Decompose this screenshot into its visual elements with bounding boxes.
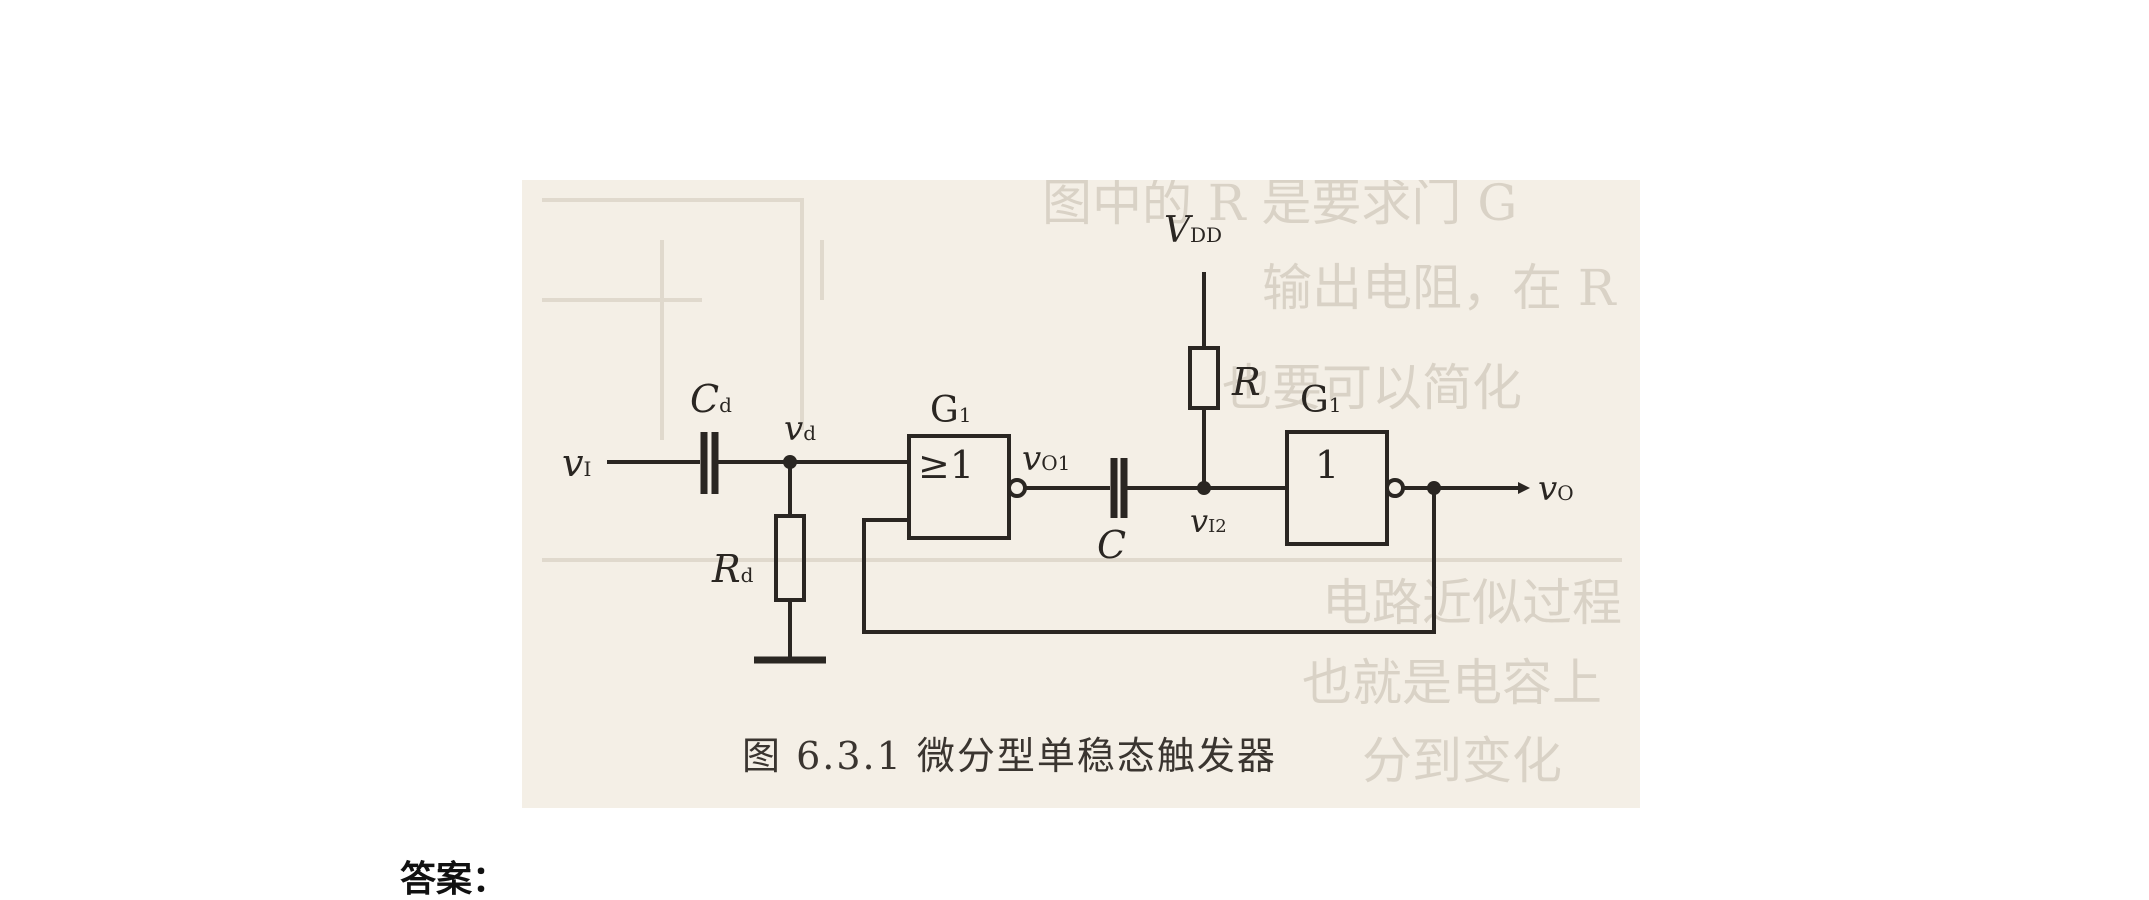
g1-symbol: ≥1 xyxy=(918,443,974,487)
vo1-label: vO1 xyxy=(1022,439,1070,479)
circuit-diagram: 图中的 R 是要求门 G 输出电阻，在 R 也要可以简化 电路近似过程 也就是电… xyxy=(542,180,1622,790)
g2-label: G1 xyxy=(1300,380,1342,421)
figure-caption: 图 6.3.1 微分型单稳态触发器 xyxy=(742,734,1277,778)
input-label: vI xyxy=(562,441,591,485)
output-label: vO xyxy=(1538,469,1574,509)
answer-label: 答案： xyxy=(400,859,509,900)
svg-text:分到变化: 分到变化 xyxy=(1362,732,1562,790)
r-resistor xyxy=(1188,346,1220,410)
bleed-through: 图中的 R 是要求门 G 输出电阻，在 R 也要可以简化 电路近似过程 也就是电… xyxy=(542,180,1622,790)
r-label: R xyxy=(1231,360,1261,404)
svg-text:也就是电容上: 也就是电容上 xyxy=(1302,654,1602,712)
svg-text:输出电阻，在 R: 输出电阻，在 R xyxy=(1262,259,1617,317)
scanned-figure: 图中的 R 是要求门 G 输出电阻，在 R 也要可以简化 电路近似过程 也就是电… xyxy=(522,180,1640,808)
c-label: C xyxy=(1097,523,1126,567)
g1-label: G1 xyxy=(930,390,972,431)
g2-symbol: 1 xyxy=(1315,443,1339,487)
node-vi2 xyxy=(1197,481,1211,495)
rd-label: Rd xyxy=(711,547,754,591)
vi2-label: vI2 xyxy=(1190,502,1227,540)
rd-resistor xyxy=(774,514,806,602)
vd-label: vd xyxy=(784,409,816,449)
output-arrow xyxy=(1518,482,1530,494)
node-output xyxy=(1427,481,1441,495)
g2-inverter-bubble xyxy=(1385,478,1405,498)
vdd-label: VDD xyxy=(1164,210,1222,251)
svg-text:也要可以简化: 也要可以简化 xyxy=(1222,359,1522,417)
g1-inverter-bubble xyxy=(1007,478,1027,498)
feedback-wire xyxy=(862,488,1436,634)
svg-text:电路近似过程: 电路近似过程 xyxy=(1322,574,1622,632)
svg-text:图中的 R 是要求门 G: 图中的 R 是要求门 G xyxy=(1042,180,1517,232)
cd-label: Cd xyxy=(690,377,732,421)
node-vd xyxy=(783,455,797,469)
